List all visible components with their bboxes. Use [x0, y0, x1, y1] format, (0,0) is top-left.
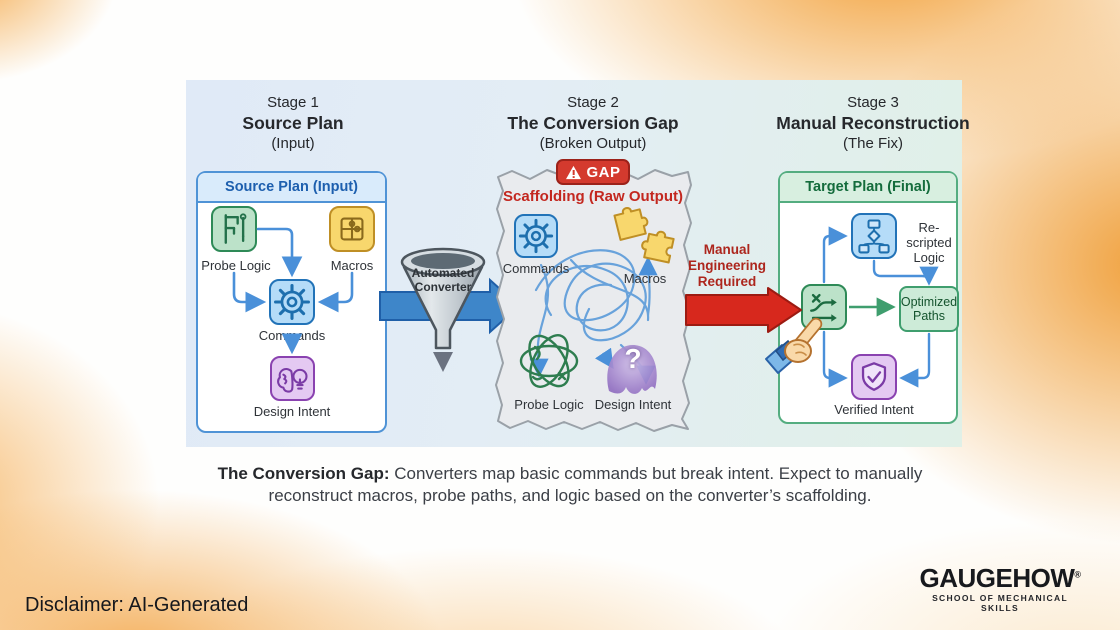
design-intent-label: Design Intent — [253, 404, 331, 419]
disclaimer-text: Disclaimer: AI-Generated — [25, 594, 249, 616]
verified-intent-label: Verified Intent — [834, 402, 914, 417]
caption-bold: The Conversion Gap: — [217, 464, 390, 483]
stage3-header: Stage 3 Manual Reconstruction (The Fix) — [763, 94, 983, 153]
stage1-title: Source Plan — [242, 112, 344, 133]
gear-icon — [518, 218, 554, 254]
broken-probe-label: Probe Logic — [514, 397, 584, 412]
probe-logic-tile — [211, 206, 257, 252]
broken-commands-label: Commands — [502, 261, 570, 276]
stage3-title: Manual Reconstruction — [776, 112, 970, 133]
registered-mark: ® — [1074, 569, 1081, 580]
rescripted-logic-tile — [851, 213, 897, 259]
caption: The Conversion Gap: Converters map basic… — [175, 463, 965, 508]
stage1-kicker: Stage 1 — [267, 94, 319, 111]
commands-tile — [269, 279, 315, 325]
probe-logic-scribble — [519, 334, 579, 388]
scaffolding-title: Scaffolding (Raw Output) — [503, 188, 683, 205]
stage3-kicker: Stage 3 — [847, 94, 899, 111]
macros-label: Macros — [330, 258, 374, 273]
probe-logic-label: Probe Logic — [201, 258, 271, 273]
stage2-header: Stage 2 The Conversion Gap (Broken Outpu… — [493, 94, 693, 153]
caliper-pencil-icon — [224, 213, 247, 244]
manual-engineering-note: Manual Engineering Required — [687, 242, 766, 290]
stage3-subtitle: (The Fix) — [843, 134, 903, 152]
puzzle-icon — [340, 217, 364, 241]
stage1-subtitle: (Input) — [271, 134, 315, 152]
brand-name: GAUGEHOW® — [919, 563, 1081, 593]
verified-intent-tile — [851, 354, 897, 400]
design-intent-tile — [270, 356, 315, 401]
brain-bulb-icon — [276, 367, 308, 393]
stage2-kicker: Stage 2 — [567, 94, 619, 111]
question-mark: ? — [624, 343, 642, 374]
gap-badge-label: GAP — [586, 163, 621, 181]
broken-design-label: Design Intent — [594, 397, 672, 412]
broken-commands-tile — [514, 214, 558, 258]
stage2-title: The Conversion Gap — [507, 112, 679, 133]
conversion-gap-diagram: Stage 1 Source Plan (Input) Stage 2 The … — [186, 80, 970, 447]
stage2-subtitle: (Broken Output) — [539, 134, 647, 152]
optimized-paths-label: Optimized Paths — [900, 294, 958, 323]
macros-tile — [329, 206, 375, 252]
broken-macros-label: Macros — [623, 271, 667, 286]
warning-triangle-icon — [566, 165, 582, 179]
brand-tagline: SCHOOL OF MECHANICAL SKILLS — [932, 593, 1068, 613]
gap-badge: GAP — [556, 159, 630, 185]
caption-text: Converters map basic commands but break … — [268, 464, 923, 506]
flowchart-icon — [858, 219, 890, 254]
optimized-paths-box: Optimized Paths — [899, 286, 959, 332]
redraw-path-icon — [810, 293, 837, 322]
rescripted-logic-label: Re-scripted Logic — [906, 220, 952, 265]
gaugehow-logo: GAUGEHOW® SCHOOL OF MECHANICAL SKILLS — [916, 565, 1084, 613]
target-plan-panel-title: Target Plan (Final) — [780, 173, 956, 203]
reworked-paths-tile — [801, 284, 847, 330]
shield-check-icon — [861, 362, 887, 391]
stage1-header: Stage 1 Source Plan (Input) — [203, 94, 383, 153]
funnel-label: Automated Converter — [411, 266, 475, 295]
broken-puzzle-icon — [613, 206, 675, 264]
gear-icon — [274, 284, 310, 320]
funnel-icon — [400, 247, 486, 350]
automated-converter-connector — [379, 247, 521, 372]
source-plan-panel-title: Source Plan (Input) — [198, 173, 385, 203]
source-plan-panel: Source Plan (Input) Probe Logic — [196, 171, 387, 433]
target-plan-panel: Target Plan (Final) Re-scripted Logic — [778, 171, 959, 424]
commands-label: Commands — [258, 328, 326, 343]
